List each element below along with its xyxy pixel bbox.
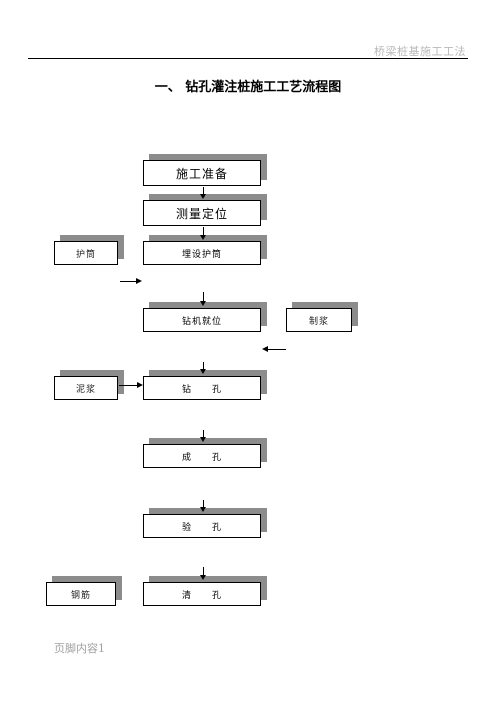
document-title: 一、 钻孔灌注桩施工工艺流程图: [154, 80, 342, 95]
flow-box-drill-label: 钻 孔: [181, 384, 222, 395]
arrow-mud-make: [262, 346, 268, 352]
arrow-rig-drill: [200, 369, 206, 374]
flow-box-form-hole: 成 孔: [143, 444, 261, 468]
arrow-drill-form: [200, 437, 206, 442]
arrow-casing-make: [136, 278, 142, 284]
flow-box-form-hole-label: 成 孔: [181, 452, 222, 463]
connector-prep-survey: [203, 187, 204, 195]
arrow-survey-casing: [200, 235, 206, 240]
flow-box-casing-bury-label: 埋设护筒: [181, 249, 222, 260]
connector-survey-casing: [203, 227, 204, 236]
flow-box-prep-label: 施工准备: [175, 166, 228, 181]
header-rule: [28, 58, 468, 59]
flow-box-clean-hole-label: 清 孔: [181, 590, 222, 601]
flow-box-rebar-label: 钢筋: [70, 590, 91, 601]
flow-box-rig-position-label: 钻机就位: [181, 316, 222, 327]
flow-box-rig-position: 钻机就位: [143, 308, 261, 332]
arrow-mud-pit: [137, 382, 143, 388]
connector-mud-make: [268, 349, 286, 350]
flow-box-check-hole-label: 验 孔: [181, 522, 222, 533]
flow-box-survey-label: 测量定位: [175, 206, 228, 221]
arrow-prep-survey: [200, 194, 206, 199]
connector-rig-drill: [203, 362, 204, 370]
flow-box-casing-make-label: 护筒: [75, 249, 96, 260]
flow-box-survey: 测量定位: [143, 200, 261, 226]
flow-box-rebar: 钢筋: [46, 582, 116, 606]
arrow-form-check: [200, 507, 206, 512]
connector-casing-rig: [203, 292, 204, 302]
flow-box-mud-make-label: 制浆: [308, 316, 329, 327]
flow-box-prep: 施工准备: [143, 160, 261, 186]
flow-box-check-hole: 验 孔: [143, 514, 261, 538]
flow-box-drill: 钻 孔: [143, 376, 261, 400]
flow-box-clean-hole: 清 孔: [143, 582, 261, 606]
connector-check-clean: [203, 567, 204, 576]
connector-mud-pit: [119, 385, 137, 386]
arrow-casing-rig: [200, 301, 206, 306]
flow-box-casing-make: 护筒: [54, 241, 118, 265]
flow-box-mud-pit-label: 泥浆: [75, 384, 96, 395]
connector-form-check: [203, 500, 204, 508]
footer-text: 页脚内容1: [54, 642, 105, 655]
flow-box-casing-bury: 埋设护筒: [143, 241, 261, 265]
connector-casing-make: [120, 281, 136, 282]
arrow-check-clean: [200, 575, 206, 580]
flow-box-mud-pit: 泥浆: [54, 376, 118, 400]
connector-drill-form: [203, 430, 204, 438]
flow-box-mud-make: 制浆: [286, 308, 352, 332]
header-text: 桥梁桩基施工工法: [374, 45, 466, 58]
